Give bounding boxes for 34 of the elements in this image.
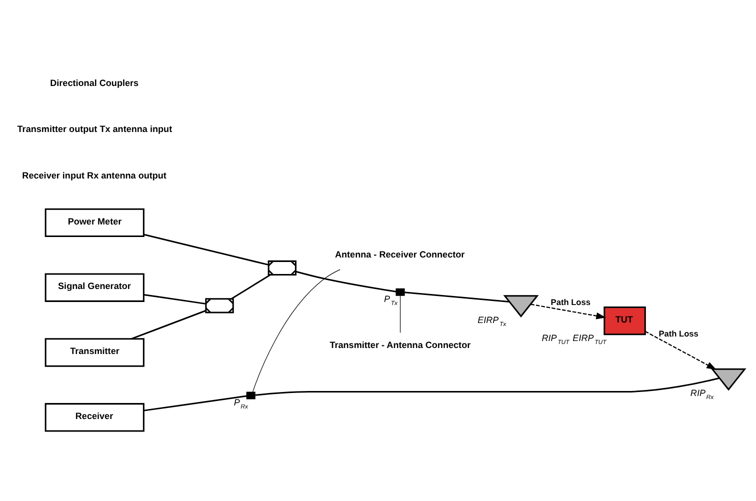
edge-label: Path Loss xyxy=(658,328,698,338)
connector xyxy=(231,274,271,299)
node-label: P$_{Tx}$ xyxy=(384,294,398,307)
connector xyxy=(252,268,340,392)
connector xyxy=(144,293,206,304)
node-label: EIRP$_{Tx}$ xyxy=(478,314,506,328)
arrow xyxy=(644,330,716,370)
connector xyxy=(296,270,396,292)
node-box: Power Meter xyxy=(44,208,144,237)
node-text: Antenna - Receiver Connector xyxy=(334,248,465,259)
node-label: EIRP$_{TUT}$ xyxy=(572,332,606,346)
label: Transmitter output Tx antenna input xyxy=(17,124,172,134)
connector xyxy=(144,394,247,411)
node-text: Transmitter - Antenna Connector xyxy=(330,340,471,350)
node-box xyxy=(396,288,405,296)
connector xyxy=(131,309,206,340)
label: Receiver input Rx antenna output xyxy=(22,170,166,180)
connector xyxy=(144,233,269,266)
node-label: P$_{Rx}$ xyxy=(234,396,248,410)
node-box: Transmitter xyxy=(44,338,144,366)
node-box: Receiver xyxy=(44,402,144,432)
connector xyxy=(400,294,401,332)
node-box: Signal Generator xyxy=(44,272,144,302)
node-label: RIP$_{TUT}$ xyxy=(542,332,570,346)
label: Directional Couplers xyxy=(50,78,139,88)
edge-label: Path Loss xyxy=(550,296,590,306)
node-triangle xyxy=(710,368,746,390)
connector xyxy=(255,376,720,396)
node-triangle xyxy=(503,294,539,317)
node-box xyxy=(246,391,256,399)
connector xyxy=(404,291,510,302)
node-box: TUT xyxy=(604,306,646,335)
node-label: RIP$_{Rx}$ xyxy=(690,387,714,400)
arrow xyxy=(530,303,606,319)
